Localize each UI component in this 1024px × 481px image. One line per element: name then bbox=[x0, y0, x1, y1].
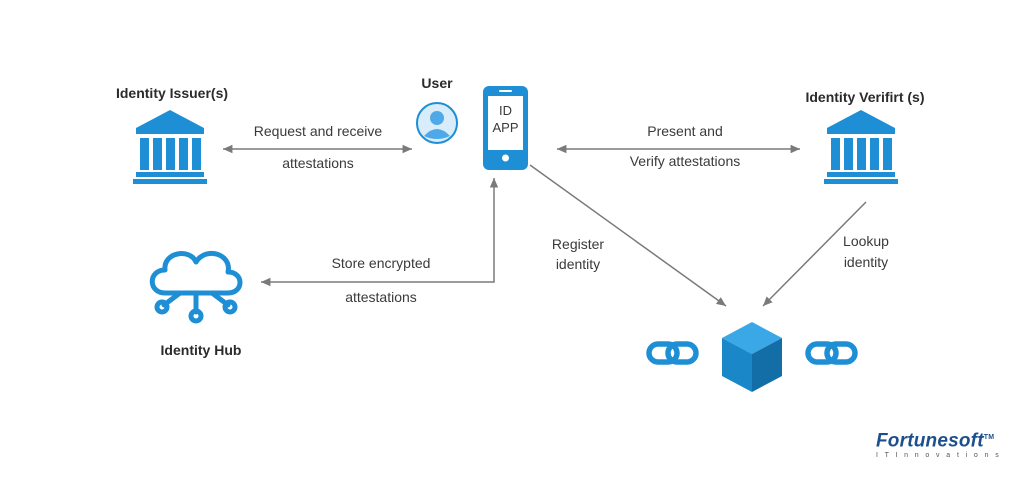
brand-tagline: I T I n n o v a t i o n s bbox=[876, 452, 1002, 460]
issuer-title: Identity Issuer(s) bbox=[115, 85, 229, 101]
brand-name-text: Fortunesoft bbox=[876, 430, 984, 452]
edge-app-verifier-line2: Verify attestations bbox=[629, 153, 741, 169]
verifier-bank-icon bbox=[824, 110, 898, 184]
edge-app-verifier-line1: Present and bbox=[647, 123, 723, 139]
arrow-verifier-ledger bbox=[762, 201, 867, 307]
chain-link-icon bbox=[646, 341, 699, 365]
brand-tm: TM bbox=[983, 434, 995, 441]
arrow-app-ledger bbox=[529, 164, 727, 307]
edge-verifier-ledger-line2: identity bbox=[843, 254, 889, 270]
verifier-title: Identity Verifirt (s) bbox=[805, 89, 925, 105]
blockchain-cube-icon bbox=[722, 322, 782, 392]
brand-logo: FortunesoftTM I T I n n o v a t i o n s bbox=[876, 428, 1006, 460]
hub-title: Identity Hub bbox=[160, 342, 242, 358]
edge-app-hub-line2: attestations bbox=[345, 289, 417, 305]
edge-app-hub-line1: Store encrypted bbox=[331, 255, 431, 271]
user-avatar-icon bbox=[416, 102, 458, 144]
id-app-label: ID APP bbox=[488, 102, 523, 136]
edge-app-ledger-line2: identity bbox=[555, 256, 601, 272]
smartphone-icon bbox=[483, 86, 528, 170]
arrow-app-hub bbox=[261, 178, 499, 287]
brand-name: FortunesoftTM bbox=[876, 428, 1006, 451]
edge-issuer-user-line1: Request and receive bbox=[253, 123, 383, 139]
id-app-line1: ID bbox=[499, 103, 512, 118]
edge-issuer-user-line2: attestations bbox=[282, 155, 354, 171]
user-title: User bbox=[421, 75, 453, 91]
cloud-network-icon bbox=[149, 250, 243, 324]
edge-app-ledger-line1: Register bbox=[551, 236, 605, 252]
id-app-line2: APP bbox=[492, 120, 519, 135]
chain-link-icon bbox=[805, 341, 858, 365]
edge-verifier-ledger-line1: Lookup bbox=[843, 233, 889, 249]
issuer-bank-icon bbox=[133, 110, 207, 184]
